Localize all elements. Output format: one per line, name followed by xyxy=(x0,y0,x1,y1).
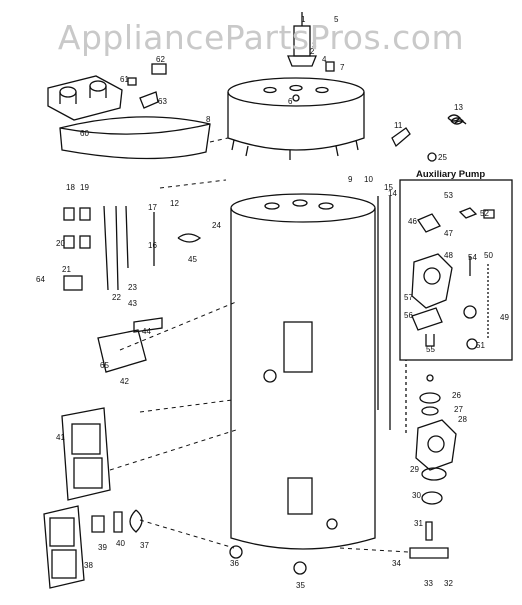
callout-40: 40 xyxy=(116,539,125,548)
callout-44: 44 xyxy=(142,327,151,336)
callout-23: 23 xyxy=(128,283,137,292)
callout-34: 34 xyxy=(392,559,401,568)
callout-9: 9 xyxy=(348,175,353,184)
callout-4: 4 xyxy=(322,55,327,64)
callout-54: 54 xyxy=(468,253,477,262)
callout-11: 11 xyxy=(394,121,403,130)
part-37 xyxy=(129,509,143,533)
parts-39-40 xyxy=(91,511,123,533)
callout-6: 6 xyxy=(288,97,293,106)
callout-20: 20 xyxy=(56,239,65,248)
inset-title: Auxiliary Pump xyxy=(416,169,485,180)
callout-5: 5 xyxy=(334,15,339,24)
coil-13 xyxy=(447,114,467,125)
callout-64: 64 xyxy=(36,275,45,284)
callout-65: 65 xyxy=(100,361,109,370)
anode-rod xyxy=(377,196,391,430)
callout-29: 29 xyxy=(410,465,419,474)
callout-36: 36 xyxy=(230,559,239,568)
callout-1: 1 xyxy=(301,15,306,24)
nut-25 xyxy=(427,152,437,162)
element-11 xyxy=(391,127,411,148)
callout-14: 14 xyxy=(388,189,397,198)
callout-45: 45 xyxy=(188,255,197,264)
pump-assembly xyxy=(409,374,457,559)
access-panel-41 xyxy=(61,407,111,501)
callout-7: 7 xyxy=(340,63,345,72)
callout-13: 13 xyxy=(454,103,463,112)
jacket-top xyxy=(227,77,365,160)
callout-52: 52 xyxy=(480,209,489,218)
callout-8: 8 xyxy=(206,115,211,124)
callout-39: 39 xyxy=(98,543,107,552)
callout-47: 47 xyxy=(444,229,453,238)
callout-55: 55 xyxy=(426,345,435,354)
part-62-lower xyxy=(139,91,159,109)
callout-10: 10 xyxy=(364,175,373,184)
bottom-cover-disc xyxy=(59,116,211,160)
drain-fitting-35 xyxy=(293,561,307,575)
callout-62: 62 xyxy=(156,55,165,64)
callout-60: 60 xyxy=(80,129,89,138)
callout-24: 24 xyxy=(212,221,221,230)
callout-51: 51 xyxy=(476,341,485,350)
wiring-parts xyxy=(63,205,202,373)
access-panel-38 xyxy=(43,505,85,589)
callout-46: 46 xyxy=(408,217,417,226)
callout-61: 61 xyxy=(120,75,129,84)
callout-3: 3 xyxy=(312,41,317,50)
callout-43: 43 xyxy=(128,299,137,308)
callout-25: 25 xyxy=(438,153,447,162)
callout-42: 42 xyxy=(120,377,129,386)
top-fittings xyxy=(287,12,335,102)
callout-19: 19 xyxy=(80,183,89,192)
part-61 xyxy=(127,77,137,86)
callout-26: 26 xyxy=(452,391,461,400)
callout-31: 31 xyxy=(414,519,423,528)
callout-15: 15 xyxy=(384,183,393,192)
callout-30: 30 xyxy=(412,491,421,500)
callout-32: 32 xyxy=(444,579,453,588)
water-heater-tank xyxy=(230,193,376,550)
callout-28: 28 xyxy=(458,415,467,424)
callout-41: 41 xyxy=(56,433,65,442)
callout-38: 38 xyxy=(84,561,93,570)
auxiliary-pump-parts xyxy=(411,207,495,350)
auxiliary-pump-inset xyxy=(399,179,513,361)
callout-2: 2 xyxy=(310,47,315,56)
callout-21: 21 xyxy=(62,265,71,274)
callout-63: 63 xyxy=(158,97,167,106)
callout-12: 12 xyxy=(170,199,179,208)
drain-valve-36 xyxy=(229,545,243,559)
callout-27: 27 xyxy=(454,405,463,414)
callout-18: 18 xyxy=(66,183,75,192)
callout-37: 37 xyxy=(140,541,149,550)
thermostat-block xyxy=(47,75,123,121)
part-62-upper xyxy=(151,63,167,75)
leader-lines xyxy=(109,137,409,553)
callout-22: 22 xyxy=(112,293,121,302)
callout-48: 48 xyxy=(444,251,453,260)
callout-50: 50 xyxy=(484,251,493,260)
callout-33: 33 xyxy=(424,579,433,588)
callout-56: 56 xyxy=(404,311,413,320)
callout-57: 57 xyxy=(404,293,413,302)
callout-53: 53 xyxy=(444,191,453,200)
callout-35: 35 xyxy=(296,581,305,590)
callout-17: 17 xyxy=(148,203,157,212)
callout-49: 49 xyxy=(500,313,509,322)
callout-16: 16 xyxy=(148,241,157,250)
